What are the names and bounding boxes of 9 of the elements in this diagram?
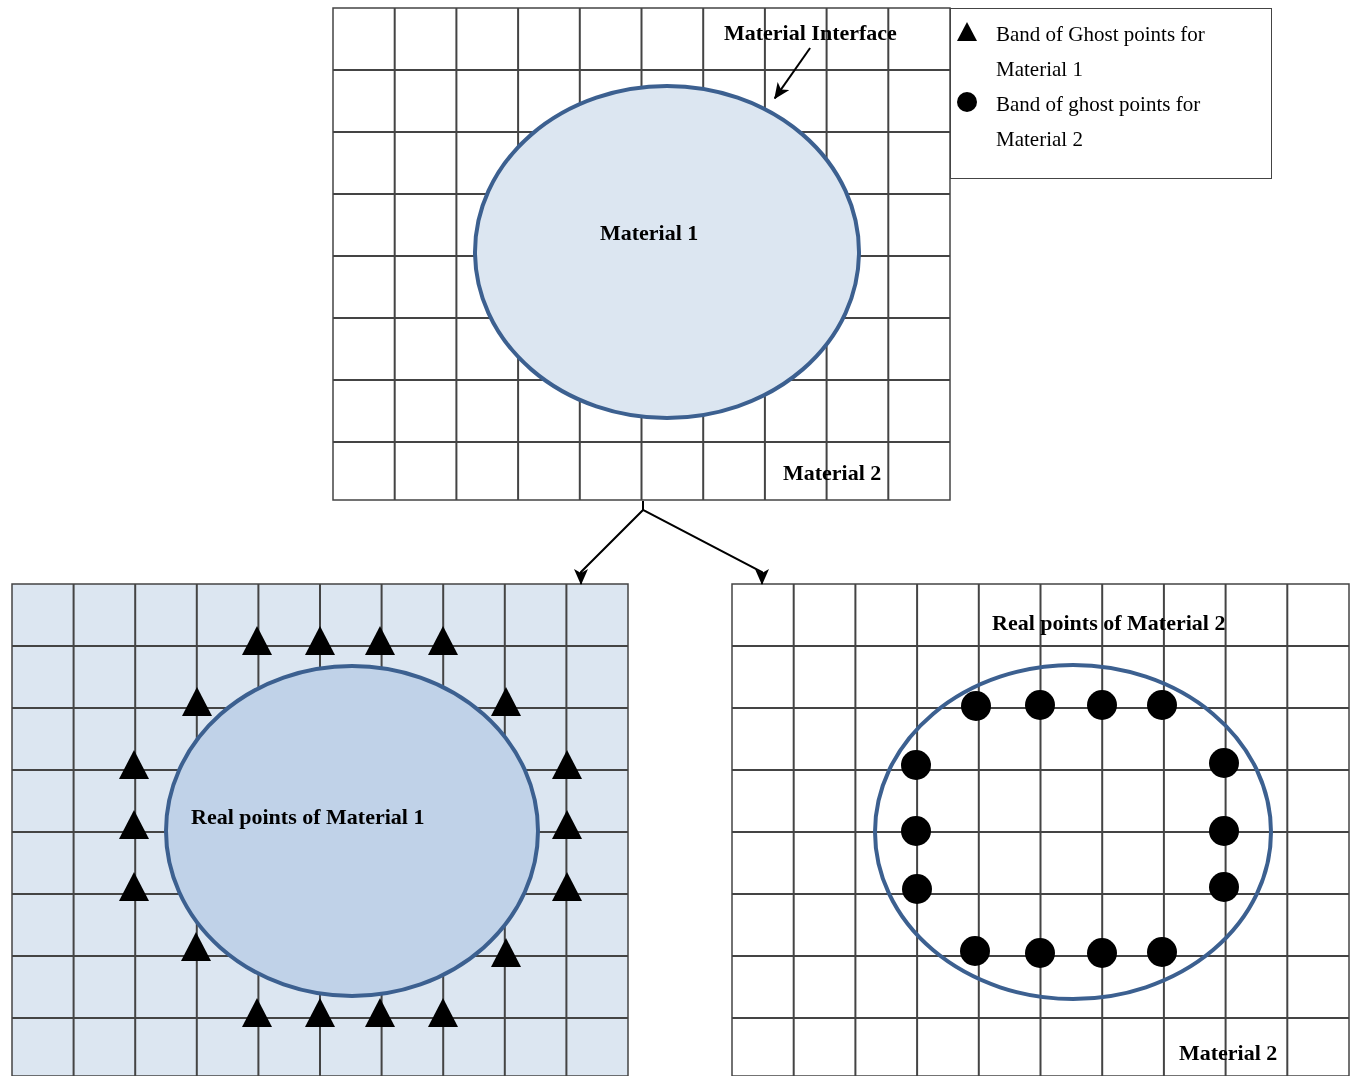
legend-text: Band of Ghost points for Material 1: [996, 21, 1206, 83]
legend-text: Band of ghost points for Material 2: [996, 91, 1202, 153]
arrow: [642, 500, 769, 585]
grid-panel: [12, 584, 628, 1076]
grid-panel: [333, 8, 950, 500]
leader-arrow: [773, 47, 812, 100]
region-label: Real points of Material 1: [191, 806, 425, 828]
grid-panel: [732, 584, 1349, 1076]
region-label: Material 1: [600, 222, 699, 244]
